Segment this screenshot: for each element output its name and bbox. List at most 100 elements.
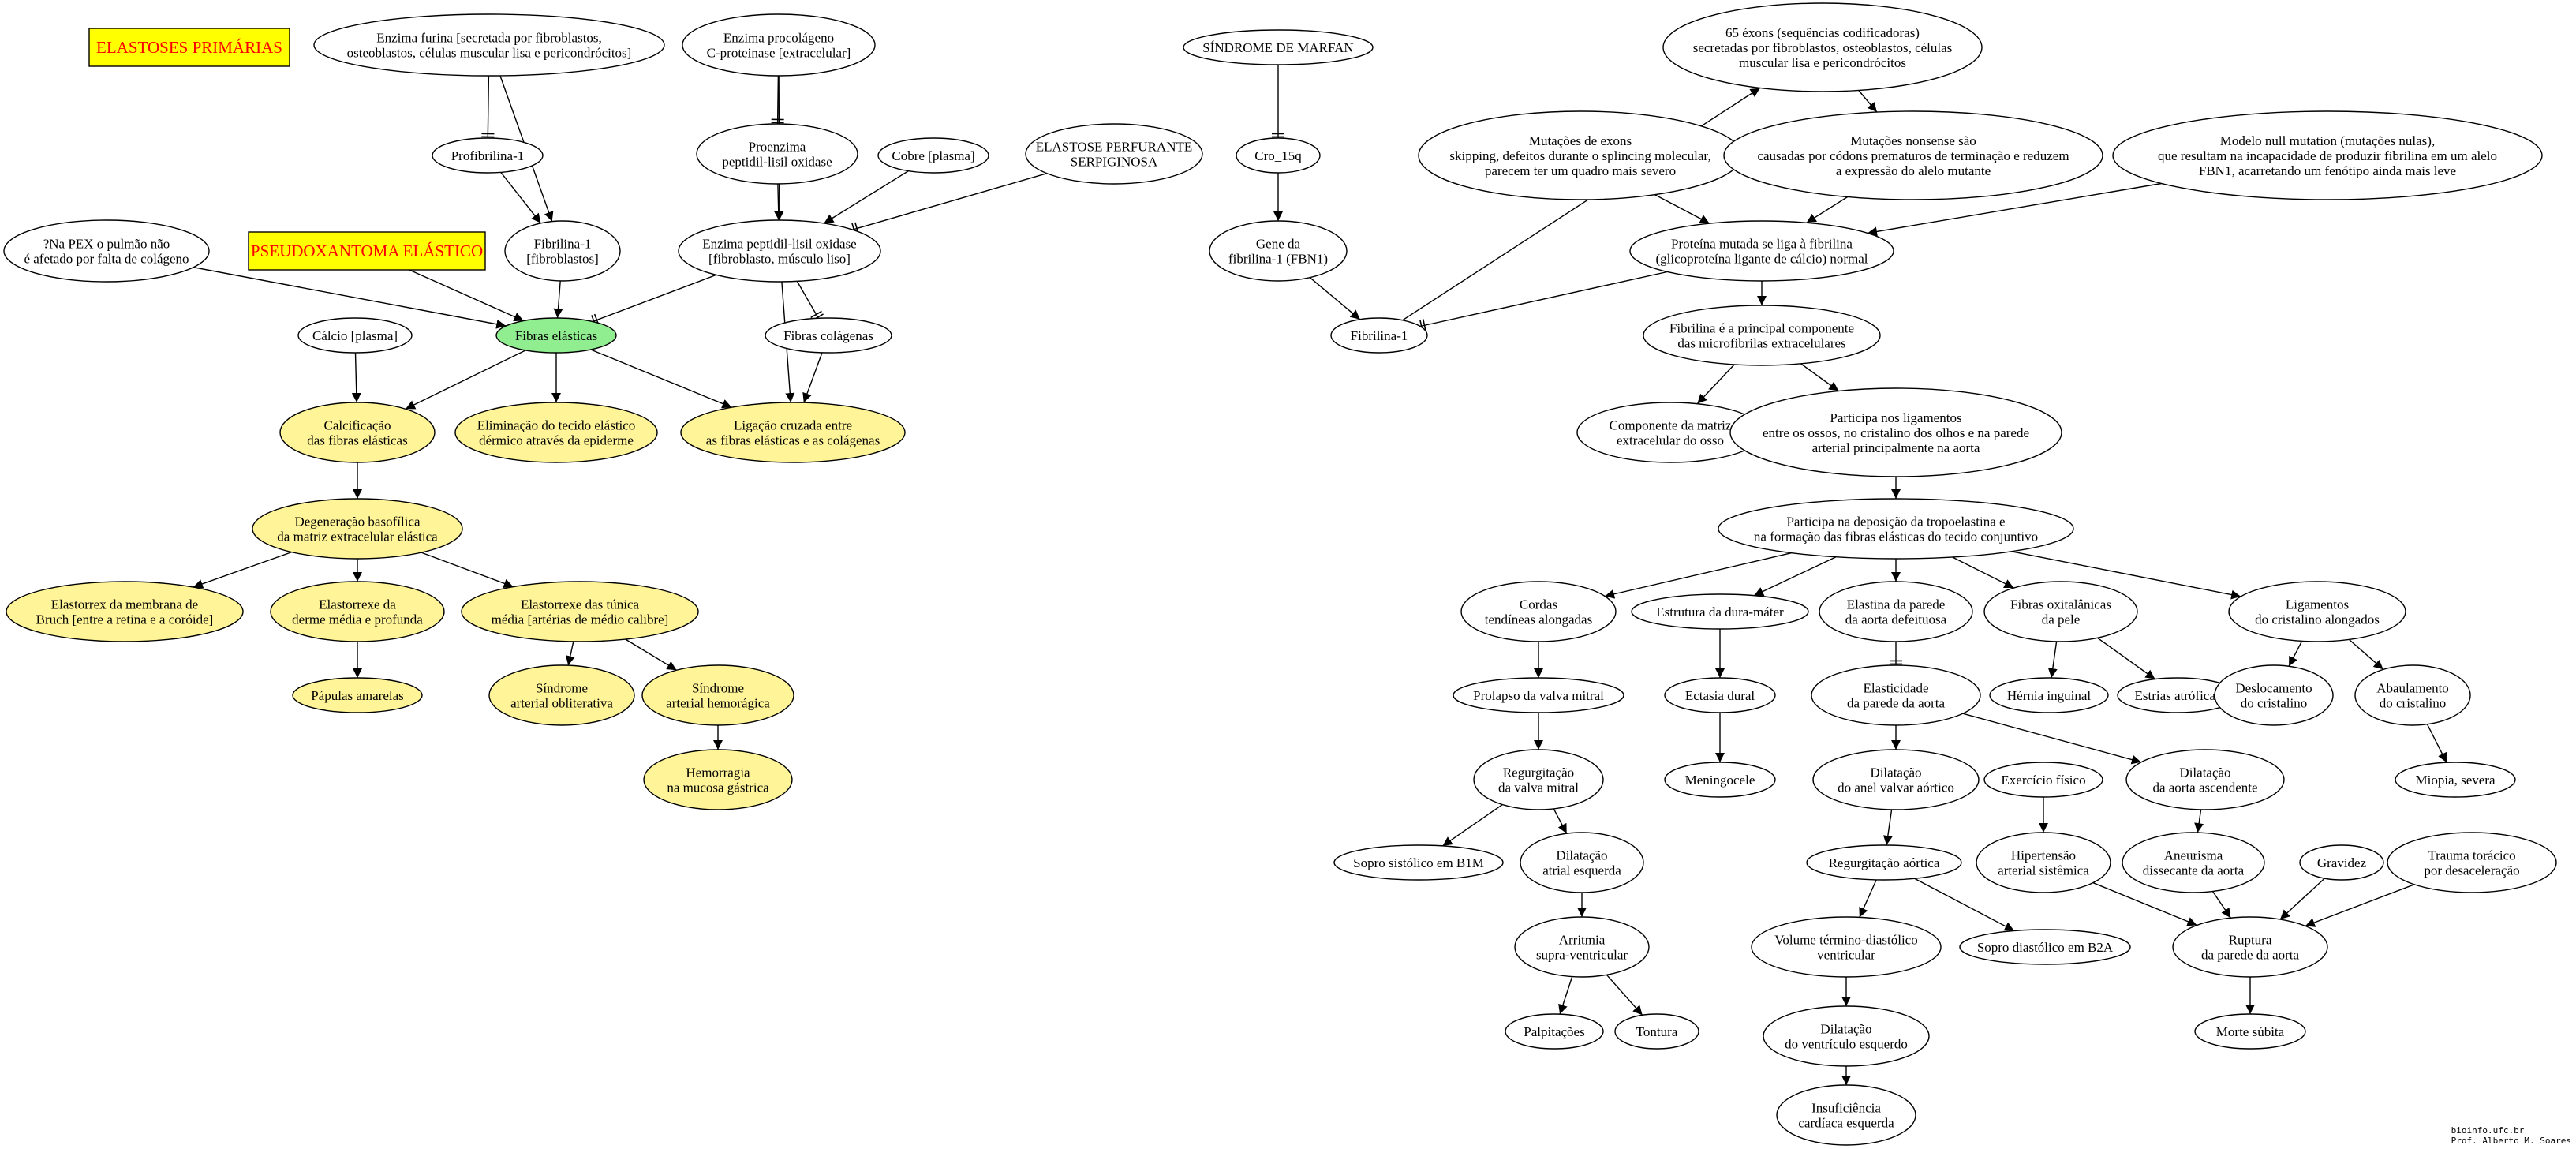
node-prolapso: Prolapso da valva mitral (1453, 677, 1624, 713)
node-tunica-ellipse (461, 581, 699, 642)
node-exercicio-ellipse (1983, 762, 2103, 798)
edge-cobre-to-lox (824, 170, 909, 224)
node-calcif-label-line: Calcificação (324, 418, 391, 433)
node-aneurisma-ellipse (2122, 832, 2265, 893)
node-marfan-label-line: SÍNDROME DE MARFAN (1202, 40, 1353, 55)
edge-fib_princ-to-comp_matriz (1696, 364, 1735, 405)
node-sopro_dia: Sopro diastólico em B2A (1959, 929, 2131, 965)
node-hipert-ellipse (1976, 832, 2111, 893)
node-pxe-label: PSEUDOXANTOMA ELÁSTICO (251, 241, 483, 260)
node-dura-label: Estrutura da dura-máter (1656, 604, 1784, 619)
node-cobre-ellipse (877, 137, 989, 174)
node-lox-ellipse (678, 219, 881, 283)
node-dil_vent-label-line: Dilatação (1820, 1022, 1871, 1037)
node-papulas-label: Pápulas amarelas (311, 688, 404, 703)
edge-participa_dep-to-dura (1753, 556, 1837, 597)
edge-oxital-to-hernia (2047, 641, 2058, 679)
node-aneurisma-label-line: Aneurisma (2164, 848, 2223, 863)
node-elast_prim-box (88, 28, 290, 67)
edge-fib_princ-to-participa_lig (1800, 363, 1839, 392)
node-dil_atrial-ellipse (1520, 832, 1644, 893)
node-gravidez: Gravidez (2299, 844, 2384, 881)
node-sopro_dia-label-line: Sopro diastólico em B2A (1977, 940, 2114, 955)
node-participa_lig-label-line: Participa nos ligamentos (1830, 410, 1961, 425)
node-modelo-label: Modelo null mutation (mutações nulas),qu… (2158, 133, 2497, 178)
node-insuf-label-line: cardíaca esquerda (1798, 1116, 1894, 1131)
node-prot_mut: Proteína mutada se liga à fibrilina(glic… (1629, 220, 1894, 282)
node-palpit-label-line: Palpitações (1524, 1024, 1584, 1039)
edge-lox-to-fibras_el (591, 274, 716, 327)
edge-participa_dep-to-lig_crist (2011, 551, 2241, 600)
node-marfan: SÍNDROME DE MARFAN (1183, 29, 1374, 65)
edge-participa_dep-to-cordas (1604, 552, 1792, 599)
node-fibras_el-label-line: Fibras elásticas (515, 328, 597, 343)
node-fib1_r-label: Fibrilina-1 (1351, 328, 1408, 343)
node-meningo-label-line: Meningocele (1685, 773, 1755, 788)
edge-tunica-to-sind_obl (565, 641, 575, 666)
node-calcif-label-line: das fibras elásticas (307, 433, 407, 448)
node-eps-label-line: SERPIGINOSA (1071, 155, 1158, 170)
node-elasticidade-ellipse (1811, 664, 1981, 726)
node-elim-ellipse (454, 402, 658, 463)
node-cordas-label-line: Cordas (1520, 597, 1557, 612)
node-derme-label-line: derme média e profunda (292, 612, 423, 627)
edge-fibras_el-to-ligacao (590, 349, 732, 409)
edge-degen-to-tunica (421, 552, 514, 589)
node-insuf-ellipse (1776, 1084, 1916, 1146)
edge-oxital-to-estrias (2097, 637, 2155, 680)
node-participa_dep-label-line: Participa na deposição da tropoelastina … (1786, 515, 2005, 530)
node-palpit: Palpitações (1505, 1013, 1604, 1050)
node-cordas-ellipse (1460, 581, 1617, 642)
edge-mut_nons-to-prot_mut (1806, 196, 1849, 223)
node-modelo-label-line: Modelo null mutation (mutações nulas), (2220, 133, 2435, 148)
node-regurg_aort-label-line: Regurgitação aórtica (1829, 855, 1940, 870)
node-prot_mut-label-line: Proteína mutada se liga à fibrilina (1671, 237, 1853, 252)
node-procol-label-line: C-proteinase [extracelular] (707, 46, 851, 61)
node-elasticidade-label-line: da parede da aorta (1847, 696, 1946, 711)
node-oxital-label-line: da pele (2042, 612, 2081, 627)
node-marfan-ellipse (1183, 29, 1374, 65)
node-elast_prim-label: ELASTOSES PRIMÁRIAS (96, 38, 282, 57)
node-pxe-box (248, 231, 486, 271)
node-lox-label-line: Enzima peptidil-lisil oxidase (702, 237, 856, 252)
node-sind_obl-label-line: arterial obliterativa (510, 696, 613, 711)
node-elasticidade-label-line: Elasticidade (1863, 681, 1928, 696)
node-desloc-label-line: do cristalino (2241, 696, 2308, 711)
node-bruch-label-line: Elastorrex da membrana de (51, 597, 198, 612)
node-mut_nons-ellipse (1723, 110, 2103, 200)
node-comp_matriz-label-line: Componente da matriz (1610, 418, 1732, 433)
node-participa_dep-ellipse (1718, 498, 2074, 560)
node-fib1_l-label-line: Fibrilina-1 (534, 237, 592, 252)
node-participa_lig-ellipse (1729, 387, 2062, 477)
node-sopro_sis: Sopro sistólico em B1M (1333, 844, 1504, 881)
node-sopro_sis-ellipse (1333, 844, 1504, 881)
node-tontura-label-line: Tontura (1636, 1024, 1678, 1039)
node-fib1_l-label: Fibrilina-1[fibroblastos] (526, 237, 599, 267)
node-morte: Morte súbita (2194, 1013, 2306, 1050)
node-elim-label-line: Eliminação do tecido elástico (477, 418, 636, 433)
node-cordas-label-line: tendíneas alongadas (1485, 612, 1592, 627)
node-oxital-ellipse (1983, 581, 2138, 642)
node-ligacao-label-line: Ligação cruzada entre (734, 418, 852, 433)
node-miopia-label-line: Miopia, severa (2415, 773, 2495, 788)
